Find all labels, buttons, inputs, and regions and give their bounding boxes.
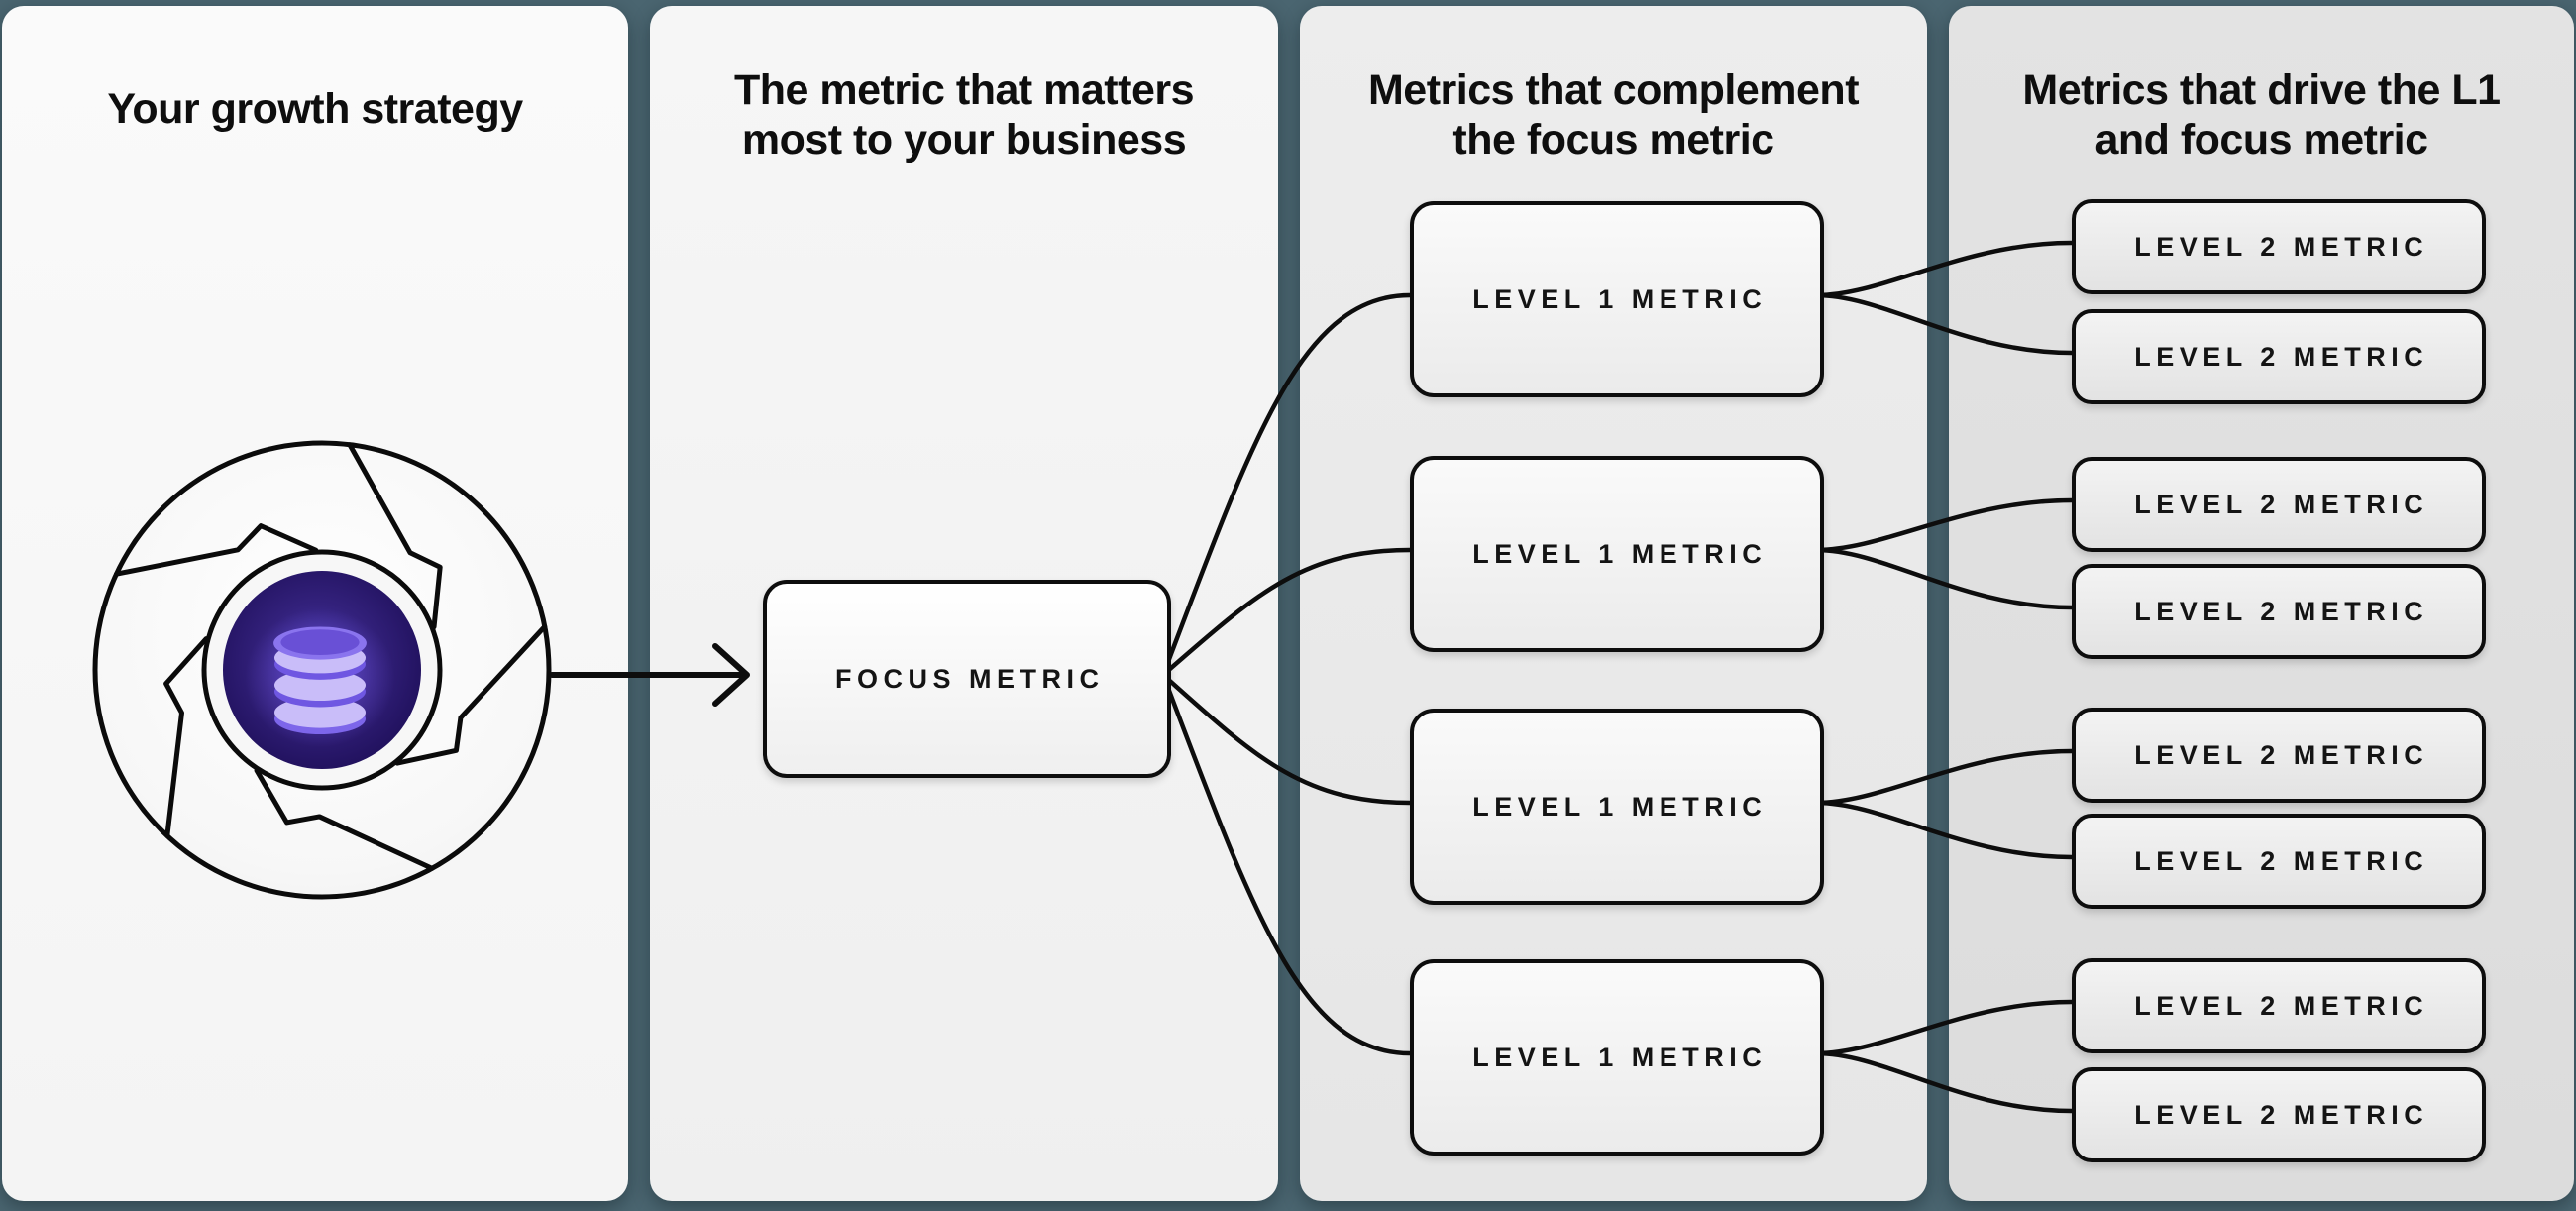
database-icon [245, 608, 395, 747]
level2-metric-box: LEVEL 2 METRIC [2072, 958, 2486, 1053]
level2-metric-box: LEVEL 2 METRIC [2072, 814, 2486, 909]
panel-title: Your growth strategy [2, 84, 628, 134]
panel-title-line: Your growth strategy [107, 85, 523, 133]
panel-title-line: The metric that matters [733, 66, 1195, 114]
focus-metric-box: FOCUS METRIC [763, 580, 1171, 778]
level2-metric-box: LEVEL 2 METRIC [2072, 564, 2486, 659]
panel-title-line: Metrics that complement [1367, 66, 1860, 114]
level2-metric-box: LEVEL 2 METRIC [2072, 309, 2486, 404]
level2-metric-box: LEVEL 2 METRIC [2072, 708, 2486, 803]
level2-metric-box: LEVEL 2 METRIC [2072, 457, 2486, 552]
level1-metric-box: LEVEL 1 METRIC [1410, 201, 1824, 397]
panel-title-line: Metrics that drive the L1 [2022, 66, 2501, 114]
flywheel-icon [92, 440, 552, 900]
level1-metric-box: LEVEL 1 METRIC [1410, 709, 1824, 905]
panel-title: The metric that matters most to your bus… [650, 65, 1278, 165]
panel-title-line: and focus metric [2094, 116, 2428, 164]
level1-metric-box: LEVEL 1 METRIC [1410, 456, 1824, 652]
flywheel-blades [114, 442, 548, 871]
panel-title: Metrics that complement the focus metric [1300, 65, 1927, 165]
panel-title: Metrics that drive the L1 and focus metr… [1949, 65, 2574, 165]
panel-title-line: the focus metric [1452, 116, 1774, 164]
level2-metric-box: LEVEL 2 METRIC [2072, 1067, 2486, 1162]
level2-metric-box: LEVEL 2 METRIC [2072, 199, 2486, 294]
level1-metric-box: LEVEL 1 METRIC [1410, 959, 1824, 1156]
panel-title-line: most to your business [741, 116, 1187, 164]
